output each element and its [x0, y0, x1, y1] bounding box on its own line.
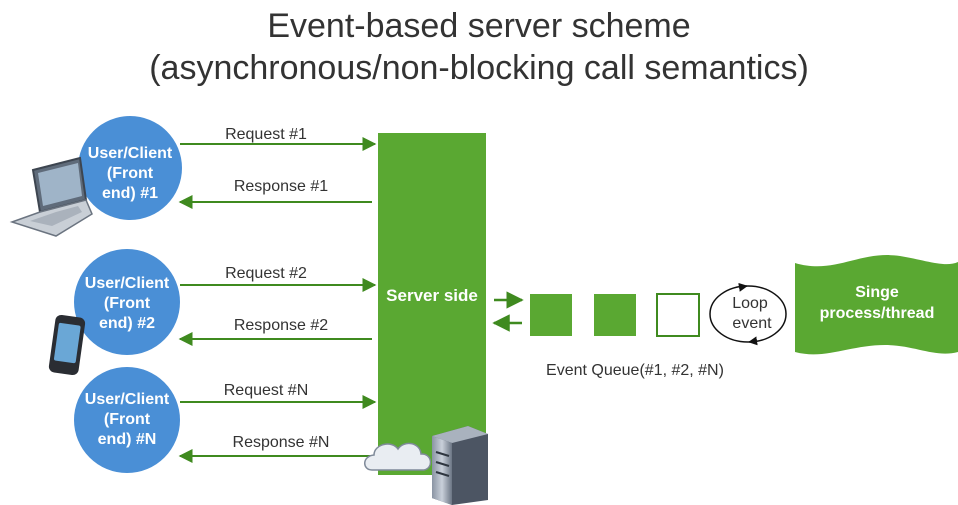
loop-event: Loop event	[709, 282, 787, 346]
event-queue: Event Queue(#1, #2, #N)	[530, 293, 724, 379]
client-2-label-line3: end) #2	[99, 315, 155, 332]
client-node-n: User/Client (Front end) #N	[74, 367, 180, 473]
diagram-title-line2: (asynchronous/non-blocking call semantic…	[149, 49, 809, 87]
client-n-label-line3: end) #N	[98, 431, 157, 448]
response-arrow-1: Response #1	[178, 178, 372, 209]
loop-event-label-line2: event	[732, 315, 772, 332]
response-arrow-2: Response #2	[178, 317, 372, 346]
server-tower-icon	[432, 426, 488, 505]
process-label-line2: process/thread	[820, 305, 935, 322]
client-n-label-line2: (Front	[104, 411, 151, 428]
request-arrow-n: Request #N	[180, 382, 377, 409]
loop-event-label-line1: Loop	[732, 295, 768, 312]
client-n-label-line1: User/Client	[85, 391, 170, 408]
queue-box-3	[656, 293, 700, 337]
server-side-block: Server side	[378, 133, 486, 475]
diagram-title-line1: Event-based server scheme	[267, 7, 691, 45]
request-1-label: Request #1	[225, 126, 307, 143]
response-1-label: Response #1	[234, 178, 328, 195]
phone-icon	[48, 314, 86, 376]
event-queue-label: Event Queue(#1, #2, #N)	[546, 362, 724, 379]
client-1-label-line2: (Front	[107, 165, 154, 182]
request-2-label: Request #2	[225, 265, 307, 282]
request-arrow-1: Request #1	[180, 126, 377, 151]
client-2-label-line2: (Front	[104, 295, 151, 312]
client-node-1: User/Client (Front end) #1	[78, 116, 182, 220]
cloud-icon	[364, 442, 432, 471]
server-side-label: Server side	[386, 286, 478, 305]
request-arrow-2: Request #2	[180, 265, 377, 292]
queue-box-2	[594, 294, 636, 336]
queue-box-1	[530, 294, 572, 336]
response-arrow-n: Response #N	[178, 434, 372, 463]
request-n-label: Request #N	[224, 382, 309, 399]
client-1-label-line3: end) #1	[102, 185, 158, 202]
process-label-line1: Singe	[855, 284, 899, 301]
client-2-label-line1: User/Client	[85, 275, 170, 292]
response-n-label: Response #N	[233, 434, 330, 451]
process-thread-block: Singe process/thread	[795, 255, 958, 355]
response-2-label: Response #2	[234, 317, 328, 334]
client-1-label-line1: User/Client	[88, 145, 173, 162]
laptop-icon	[9, 156, 93, 237]
client-node-2: User/Client (Front end) #2	[74, 249, 180, 355]
